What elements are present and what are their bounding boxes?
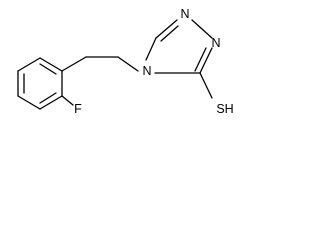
bond-ch2-n4 [117,56,139,72]
atom-label-n1: N [211,36,220,50]
bond-benzene-double-3 [39,92,57,104]
bond-c-f [61,95,74,106]
bond-n4-c3 [145,37,157,61]
bond-benzene-double-2 [39,63,57,75]
bond-benzene-5 [17,95,41,110]
triazole-ring [145,19,213,74]
benzene-ring [17,57,63,110]
bond-c3-n2 [155,19,178,39]
bond-ring-ch2 [61,56,87,72]
bond-benzene-1 [17,57,41,72]
bond-n1-c5 [199,47,213,74]
bond-benzene-4 [39,95,63,110]
structure-diagram: F N N N SH [0,0,248,144]
bond-c-s [199,72,213,99]
atom-label-n2: N [180,7,189,21]
bond-benzene-2 [39,57,63,72]
atom-label-n4: N [142,64,151,78]
bond-n2-n1 [191,19,213,39]
atom-label-sh: SH [216,102,233,116]
ethyl-linker [61,56,139,72]
atom-label-f: F [74,102,82,116]
molecule-drawing: F N N N SH [17,7,234,116]
bond-c3-n2-double [160,25,179,42]
bond-n1-c5-double [194,47,207,72]
